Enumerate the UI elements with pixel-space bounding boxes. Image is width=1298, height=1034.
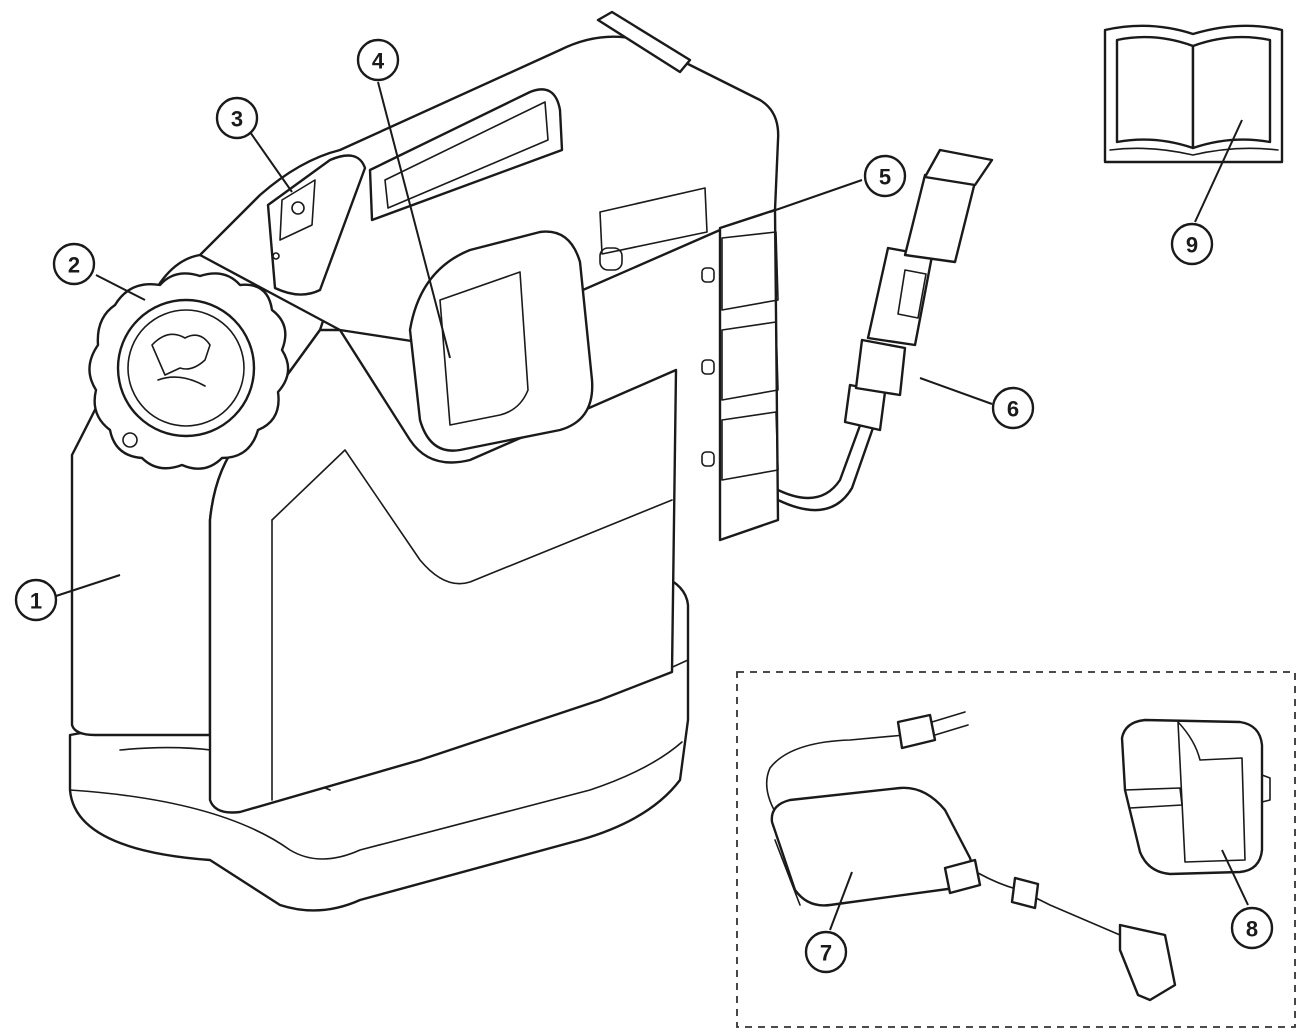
callout-3-label: 3 xyxy=(231,107,243,132)
callout-4: 4 xyxy=(356,38,400,82)
callout-9: 9 xyxy=(1170,222,1214,266)
callout-6-label: 6 xyxy=(1007,397,1019,422)
callout-4-label: 4 xyxy=(372,49,385,74)
manual-book-icon xyxy=(1103,24,1284,164)
water-container-unit xyxy=(68,10,780,912)
battery-charger xyxy=(765,711,1177,1002)
callout-9-label: 9 xyxy=(1186,233,1198,258)
callout-2: 2 xyxy=(52,242,96,286)
callout-1: 1 xyxy=(14,578,58,622)
callout-6: 6 xyxy=(991,386,1035,430)
battery-pack xyxy=(1120,718,1271,876)
callout-8-label: 8 xyxy=(1246,917,1258,942)
switch-panel xyxy=(266,154,367,296)
callout-1-label: 1 xyxy=(30,589,42,614)
callout-5-label: 5 xyxy=(879,165,891,190)
callout-7: 7 xyxy=(804,930,848,974)
callout-8: 8 xyxy=(1230,906,1274,950)
hose-and-nozzle xyxy=(776,148,994,512)
callout-2-label: 2 xyxy=(68,253,80,278)
optional-accessories-box xyxy=(736,671,1296,1028)
callout-3: 3 xyxy=(215,96,259,140)
callout-leader-lines xyxy=(55,81,1249,931)
callout-7-label: 7 xyxy=(820,941,832,966)
tank-cap xyxy=(88,272,290,470)
callout-5: 5 xyxy=(863,154,907,198)
